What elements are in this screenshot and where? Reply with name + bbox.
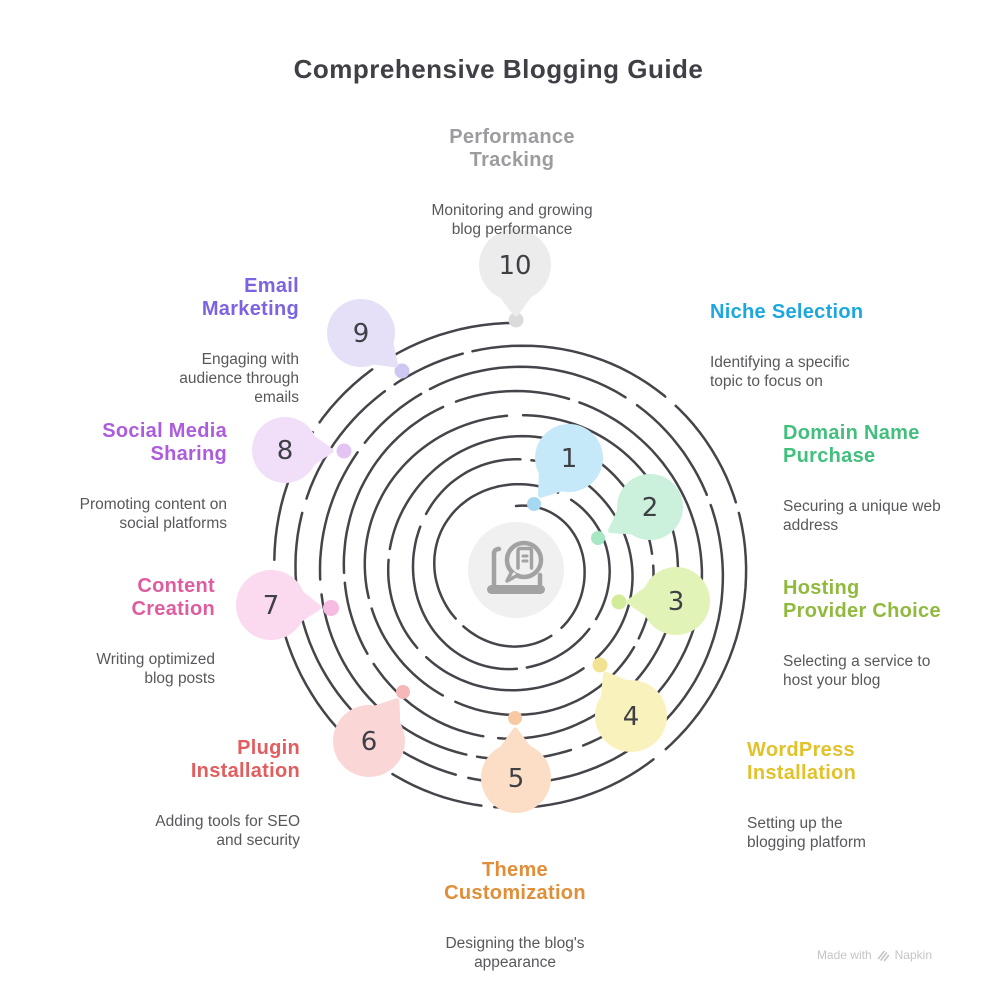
spiral-path [273,321,748,809]
step-dot [396,685,410,699]
bubble-circle [617,474,683,540]
step-number: 7 [263,591,280,621]
step-number: 1 [561,444,578,474]
bubble-circle [252,417,318,483]
step-number: 3 [668,587,685,617]
step-bubble: 8 [252,417,352,483]
step-label-email-marketing: Email Marketing Engaging with audience t… [79,257,299,426]
step-bubble: 5 [481,711,551,813]
step-bubble: 9 [327,299,410,379]
bubble-circle [535,424,603,492]
step-title: Niche Selection [710,301,864,323]
step-bubble: 4 [592,657,667,752]
step-dot [611,594,627,610]
step-label-content-creation: Content Creation Writing optimized blog … [15,557,215,707]
step-description: Engaging with audience through emails [179,351,299,406]
step-dot [591,531,605,545]
step-bubble: 3 [611,567,710,635]
step-bubble: 2 [591,474,683,545]
step-number: 8 [277,436,294,466]
step-dot [508,312,524,328]
bubble-circle [595,680,667,752]
bubble-circle [481,743,551,813]
step-title: WordPress Installation [747,739,857,784]
step-label-performance-tracking: Performance Tracking Monitoring and grow… [372,108,652,258]
bubble-circle [236,570,306,640]
step-title: Email Marketing [201,275,299,320]
step-description: Promoting content on social platforms [79,496,227,532]
step-label-theme-customization: Theme Customization Designing the blog's… [375,841,655,984]
step-description: Identifying a specific topic to focus on [710,354,850,390]
step-label-wordpress-installation: WordPress Installation Setting up the bl… [747,721,967,871]
step-label-hosting-provider-choice: Hosting Provider Choice Selecting a serv… [783,559,983,709]
step-description: Selecting a service to host your blog [783,653,931,689]
step-number: 9 [353,319,370,349]
napkin-logo-icon [877,950,889,961]
step-number: 10 [498,251,531,281]
step-number: 2 [642,493,659,523]
step-title: Content Creation [131,575,215,620]
bubble-circle [479,229,551,301]
laptop-blog-chat-icon [468,522,564,618]
step-bubble: 10 [479,229,551,328]
bubble-circle [333,705,405,777]
bubble-circle [327,299,395,367]
step-number: 5 [508,764,525,794]
step-description: Monitoring and growing blog performance [431,202,593,238]
step-dot [336,443,352,459]
step-description: Adding tools for SEO and security [155,813,300,849]
step-label-niche-selection: Niche Selection Identifying a specific t… [710,283,930,410]
watermark: Made with Napkin [817,948,932,962]
step-title: Theme Customization [444,859,586,904]
step-dot [508,711,522,725]
step-bubble: 7 [236,570,339,640]
step-dot [323,600,339,616]
step-label-social-media-sharing: Social Media Sharing Promoting content o… [7,402,227,552]
watermark-text: Made with [816,948,872,962]
step-bubble: 1 [527,424,603,511]
step-number: 4 [623,702,640,732]
step-title: Plugin Installation [190,737,300,782]
step-title: Domain Name Purchase [783,422,920,467]
step-description: Setting up the blogging platform [747,815,866,851]
step-description: Securing a unique web address [783,498,941,534]
watermark-brand: Napkin [894,948,932,962]
step-title: Social Media Sharing [102,420,227,465]
step-number: 6 [361,727,378,757]
step-label-domain-name-purchase: Domain Name Purchase Securing a unique w… [783,404,983,554]
step-bubble: 6 [333,685,410,777]
step-title: Performance Tracking [449,126,575,171]
step-title: Hosting Provider Choice [783,577,941,622]
step-dot [592,657,608,673]
bubble-circle [642,567,710,635]
page-title: Comprehensive Blogging Guide [293,54,704,84]
step-dot [527,497,541,511]
step-label-plugin-installation: Plugin Installation Adding tools for SEO… [80,719,300,869]
step-description: Designing the blog's appearance [445,935,585,971]
step-description: Writing optimized blog posts [96,651,215,687]
step-dot [394,363,410,379]
